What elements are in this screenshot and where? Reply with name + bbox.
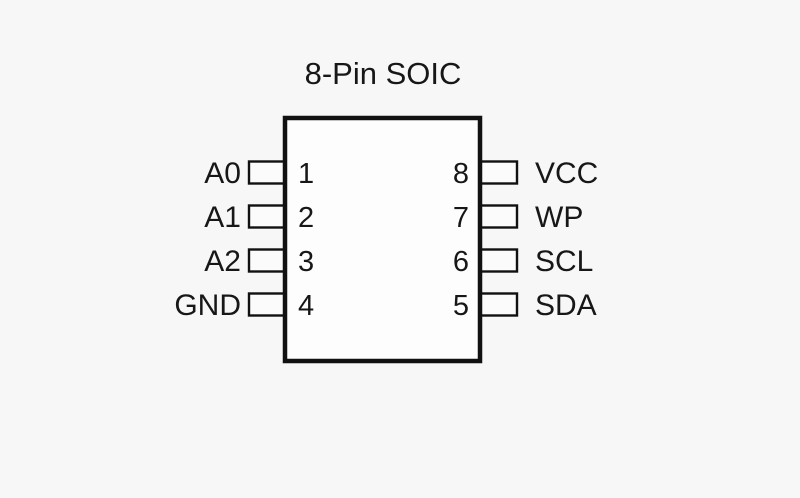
pin-lead-5 — [477, 292, 519, 317]
diagram-title: 8-Pin SOIC — [305, 56, 462, 91]
pin-number-8: 8 — [453, 158, 469, 190]
pin-label-vcc: VCC — [535, 157, 598, 190]
pin-number-5: 5 — [453, 290, 469, 322]
pin-number-6: 6 — [453, 246, 469, 278]
pin-label-a0: A0 — [204, 157, 241, 190]
pin-lead-7 — [477, 204, 519, 229]
pin-label-wp: WP — [535, 201, 583, 234]
pin-label-scl: SCL — [535, 245, 593, 278]
pin-lead-2 — [247, 204, 288, 229]
pin-lead-6 — [477, 248, 519, 273]
pin-number-2: 2 — [298, 202, 314, 234]
pin-label-sda: SDA — [535, 289, 597, 322]
pin-label-gnd: GND — [174, 289, 241, 322]
pin-lead-3 — [247, 248, 288, 273]
pin-number-3: 3 — [298, 246, 314, 278]
pin-number-7: 7 — [453, 202, 469, 234]
pin-lead-4 — [247, 292, 288, 317]
pin-label-a2: A2 — [204, 245, 241, 278]
pin-label-a1: A1 — [204, 201, 241, 234]
pin-number-1: 1 — [298, 158, 314, 190]
pin-number-4: 4 — [298, 290, 314, 322]
chip-body-outline — [282, 115, 483, 364]
pin-lead-1 — [247, 160, 288, 185]
pin-lead-8 — [477, 160, 519, 185]
